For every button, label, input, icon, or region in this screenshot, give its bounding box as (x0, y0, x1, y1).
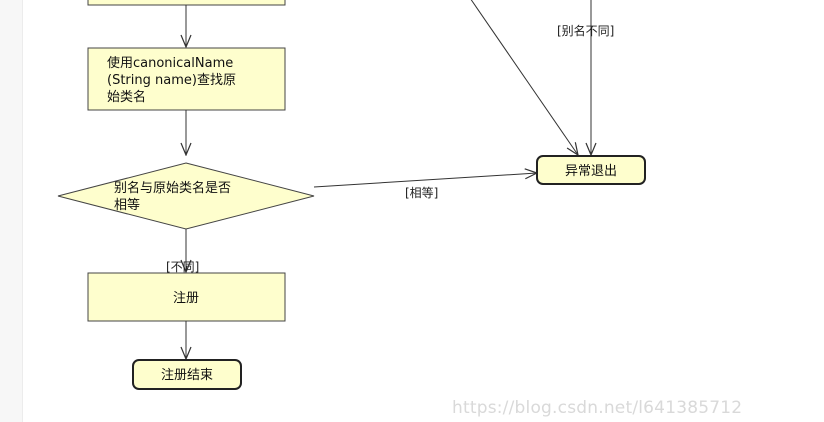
lookup-line-2: (String name)查找原 (107, 73, 236, 88)
decision-line-2: 相等 (114, 197, 140, 213)
register-end-label: 注册结束 (161, 368, 213, 383)
lookup-original-name-box: 使用canonicalName (String name)查找原 始类名 (87, 47, 286, 111)
lookup-line-1: 使用canonicalName (107, 55, 233, 71)
abnormal-exit-label: 异常退出 (565, 164, 617, 179)
edge-label-alias-differs: [别名不同] (557, 23, 614, 38)
register-label: 注册 (173, 291, 199, 306)
register-box: 注册 (87, 272, 286, 322)
svg-text:别名与原始类名是否 相等: 别名与原始类名是否 相等 (114, 180, 235, 213)
svg-text:使用canonicalName (String: 使用canonicalName (String name)查找原 始类名 (107, 55, 240, 105)
left-margin-strip (0, 0, 23, 422)
edge-label-not-equal: [不同] (166, 260, 199, 274)
lookup-line-3: 始类名 (107, 89, 146, 105)
watermark-text: https://blog.csdn.net/l641385712 (452, 398, 743, 418)
register-end-terminal: 注册结束 (132, 359, 242, 390)
edge-label-equal: [相等] (405, 186, 438, 200)
edge-diagonal-to-exit (470, 0, 578, 155)
previous-step-box (87, 0, 286, 6)
decision-diamond: 别名与原始类名是否 相等 (57, 162, 315, 230)
abnormal-exit-terminal: 异常退出 (536, 155, 646, 185)
decision-line-1: 别名与原始类名是否 (114, 180, 231, 196)
edge-decision-to-exit (313, 173, 537, 188)
